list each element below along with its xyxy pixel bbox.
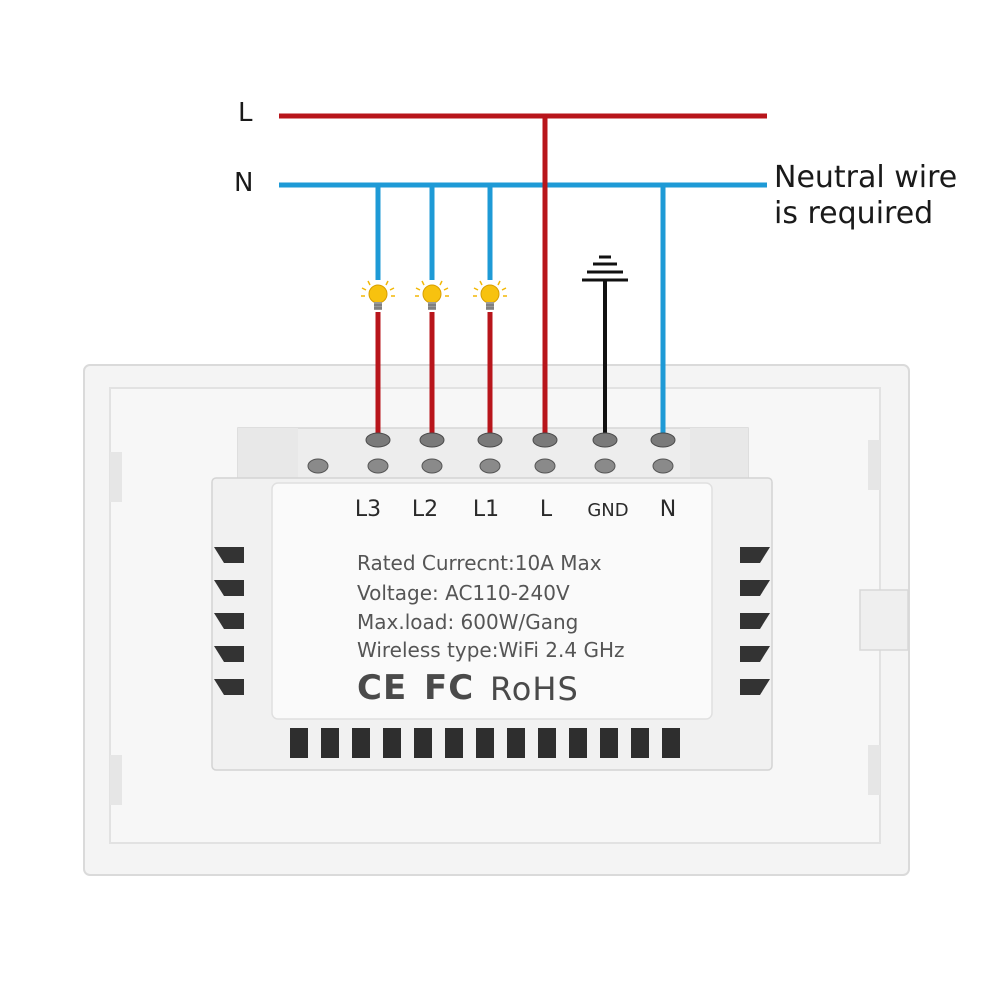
terminal-screws-bottom bbox=[307, 458, 674, 474]
spec-voltage: Voltage: AC110-240V bbox=[357, 581, 570, 605]
side-vents-left bbox=[214, 547, 244, 695]
terminal-screw bbox=[592, 432, 618, 448]
neutral-required-note: Neutral wire is required bbox=[774, 160, 957, 232]
ground-symbol-icon bbox=[582, 255, 628, 282]
terminal-screw bbox=[365, 432, 391, 448]
bottom-vents bbox=[290, 728, 680, 758]
spec-wireless-type: Wireless type:WiFi 2.4 GHz bbox=[357, 638, 625, 662]
terminal-screw bbox=[532, 432, 558, 448]
note-line-1: Neutral wire bbox=[774, 160, 958, 195]
neutral-drops bbox=[375, 185, 666, 438]
light-bulb-icon bbox=[361, 280, 395, 310]
terminal-label-l: L bbox=[539, 497, 553, 522]
rohs-mark: RoHS bbox=[490, 670, 579, 708]
terminal-screw bbox=[477, 432, 503, 448]
spec-max-load: Max.load: 600W/Gang bbox=[357, 610, 579, 634]
terminal-label-gnd: GND bbox=[587, 500, 629, 521]
terminal-screws-top bbox=[365, 432, 676, 448]
terminal-screw bbox=[419, 432, 445, 448]
neutral-bus-label: N bbox=[234, 168, 254, 198]
terminal-label-l3: L3 bbox=[354, 497, 382, 522]
spec-rated-current: Rated Currecnt:10A Max bbox=[357, 551, 602, 575]
light-bulb-icon bbox=[473, 280, 507, 310]
light-bulb-icon bbox=[415, 280, 449, 310]
load-wires bbox=[375, 312, 493, 438]
terminal-label-l2: L2 bbox=[411, 497, 439, 522]
line-bus-label: L bbox=[238, 98, 253, 128]
ce-mark: CE bbox=[357, 668, 408, 708]
switch-body bbox=[211, 477, 773, 771]
fcc-mark: FC bbox=[424, 668, 475, 708]
side-vents-right bbox=[740, 547, 770, 695]
note-line-2: is required bbox=[774, 196, 934, 231]
terminal-screw bbox=[650, 432, 676, 448]
terminal-label-l1: L1 bbox=[472, 497, 500, 522]
terminal-label-n: N bbox=[659, 497, 677, 522]
